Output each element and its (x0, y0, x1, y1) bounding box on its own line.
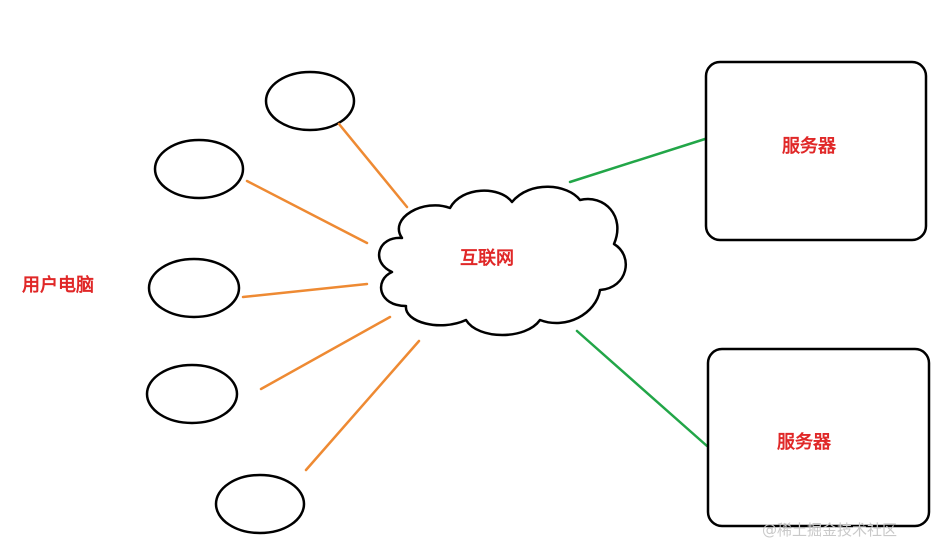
server-label-top: 服务器 (782, 135, 837, 157)
server-box-top (704, 60, 928, 242)
client-link-4 (259, 315, 392, 391)
server-label-bottom: 服务器 (777, 431, 832, 453)
client-node-5 (214, 473, 306, 535)
internet-cloud (377, 185, 628, 337)
client-node-3 (147, 257, 241, 319)
server-link-bottom (575, 329, 709, 448)
client-link-2 (245, 179, 369, 245)
client-node-2 (153, 138, 245, 200)
client-link-5 (304, 339, 421, 472)
client-links (241, 122, 421, 472)
server-links (568, 137, 709, 448)
client-link-3 (241, 282, 369, 299)
client-link-1 (337, 122, 409, 209)
client-node-1 (264, 70, 356, 132)
client-node-4 (145, 363, 239, 425)
client-nodes (145, 70, 356, 535)
users-label: 用户电脑 (22, 274, 94, 296)
watermark-text: @稀土掘金技术社区 (762, 521, 897, 539)
server-link-top (568, 137, 707, 184)
server-box-bottom (706, 347, 931, 528)
internet-label: 互联网 (460, 248, 514, 269)
